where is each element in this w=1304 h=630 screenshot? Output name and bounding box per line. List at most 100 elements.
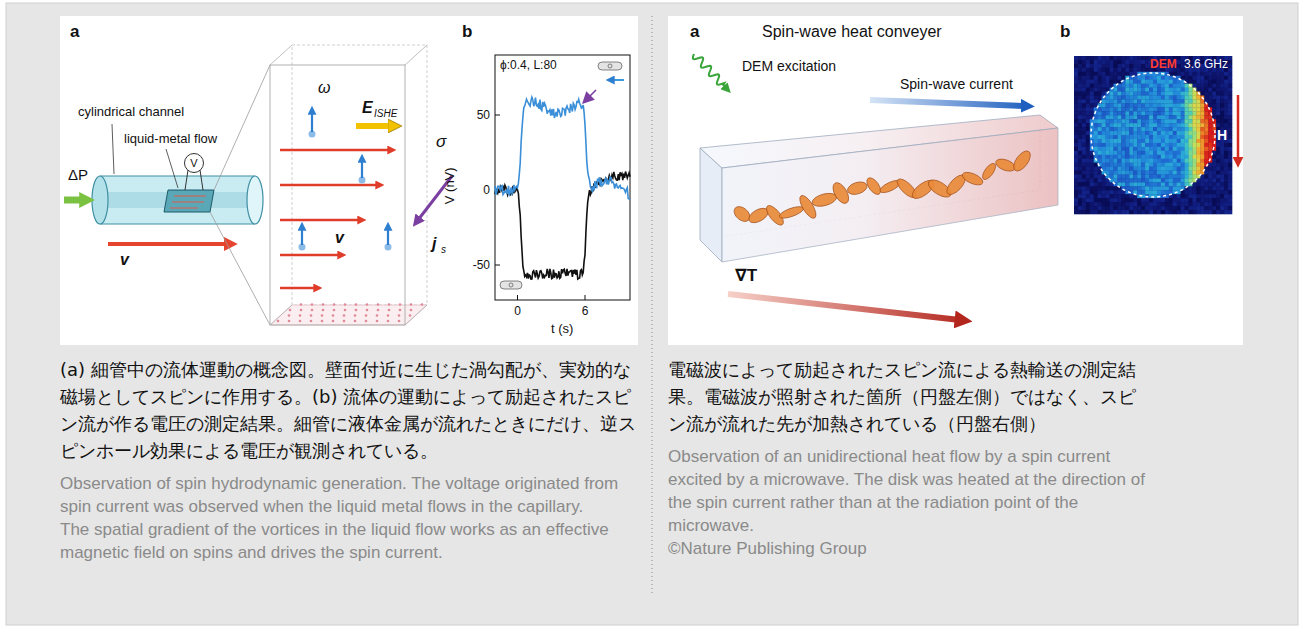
- heat-pixels: [1189, 194, 1193, 198]
- heat-pixels: [1106, 167, 1110, 171]
- heat-pixels: [1121, 178, 1125, 182]
- heat-pixels: [1133, 103, 1137, 107]
- heat-pixels: [1189, 206, 1193, 210]
- voltmeter-symbol: V: [185, 156, 203, 170]
- heat-pixels: [1078, 151, 1082, 155]
- heat-pixels: [1204, 135, 1208, 139]
- heat-pixels: [1098, 178, 1102, 182]
- heat-pixels: [1102, 159, 1106, 163]
- heat-pixels: [1074, 139, 1078, 143]
- heat-pixels: [1078, 182, 1082, 186]
- spin-wave-packet: [980, 161, 998, 181]
- heat-pixels: [1204, 115, 1208, 119]
- heat-pixels: [1117, 159, 1121, 163]
- heat-pixels: [1106, 60, 1110, 64]
- heat-pixels: [1208, 139, 1212, 143]
- heat-pixels: [1114, 115, 1118, 119]
- heat-pixels: [1181, 159, 1185, 163]
- heat-pixels: [1153, 167, 1157, 171]
- heat-pixels: [1216, 190, 1220, 194]
- heat-pixels: [1193, 80, 1197, 84]
- heat-pixels: [1102, 182, 1106, 186]
- heat-pixels: [1189, 163, 1193, 167]
- heat-pixels: [1078, 92, 1082, 96]
- heat-pixels: [1125, 159, 1129, 163]
- heat-pixels: [1082, 155, 1086, 159]
- heat-pixels: [1106, 131, 1110, 135]
- heat-pixels: [1185, 127, 1189, 131]
- heat-pixels: [1133, 127, 1137, 131]
- heat-pixels: [1110, 198, 1114, 202]
- heat-pixels: [1216, 123, 1220, 127]
- heat-pixels: [1208, 182, 1212, 186]
- heat-pixels: [1153, 111, 1157, 115]
- heat-pixels: [1102, 139, 1106, 143]
- heat-pixels: [1200, 80, 1204, 84]
- heat-pixels: [1200, 139, 1204, 143]
- heat-pixels: [1110, 171, 1114, 175]
- heat-pixels: [1177, 139, 1181, 143]
- heat-pixels: [1169, 143, 1173, 147]
- heat-pixels: [1224, 123, 1228, 127]
- heat-pixels: [1185, 202, 1189, 206]
- heat-pixels: [1220, 107, 1224, 111]
- capillary-illustration: [112, 124, 114, 174]
- heat-pixels: [1086, 139, 1090, 143]
- heat-pixels: [1145, 88, 1149, 92]
- heat-pixels: [1117, 171, 1121, 175]
- heat-pixels: [1094, 131, 1098, 135]
- heat-pixels: [1074, 210, 1078, 214]
- heat-pixels: [1216, 80, 1220, 84]
- heat-pixels: [1110, 143, 1114, 147]
- heat-pixels: [1169, 123, 1173, 127]
- heat-pixels: [1121, 159, 1125, 163]
- heat-pixels: [1220, 80, 1224, 84]
- heat-pixels: [1185, 103, 1189, 107]
- heat-pixels: [1177, 107, 1181, 111]
- heat-pixels: [1078, 167, 1082, 171]
- heat-pixels: [1149, 147, 1153, 151]
- flow-inset: [280, 219, 360, 222]
- surface-dots: [322, 309, 325, 312]
- heat-pixels: [1177, 155, 1181, 159]
- heat-pixels: [1212, 88, 1216, 92]
- heat-pixels: [1169, 99, 1173, 103]
- heat-pixels: [1220, 103, 1224, 107]
- heat-pixels: [1121, 92, 1125, 96]
- heat-pixels: [1133, 64, 1137, 68]
- heat-pixels: [1216, 84, 1220, 88]
- heat-pixels: [1098, 56, 1102, 60]
- heat-pixels: [1165, 155, 1169, 159]
- heat-pixels: [1129, 175, 1133, 179]
- heat-pixels: [1212, 167, 1216, 171]
- heat-pixels: [1090, 107, 1094, 111]
- heat-pixels: [1173, 198, 1177, 202]
- heat-pixels: [1082, 76, 1086, 80]
- heat-pixels: [1216, 143, 1220, 147]
- heat-pixels: [1106, 147, 1110, 151]
- heat-pixels: [1220, 167, 1224, 171]
- heat-pixels: [1212, 194, 1216, 198]
- heat-pixels: [1129, 119, 1133, 123]
- heat-pixels: [1117, 99, 1121, 103]
- heat-pixels: [1133, 139, 1137, 143]
- heat-pixels: [1185, 84, 1189, 88]
- heat-pixels: [1196, 163, 1200, 167]
- heat-pixels: [1196, 171, 1200, 175]
- heat-pixels: [1141, 139, 1145, 143]
- heat-pixels: [1129, 84, 1133, 88]
- heat-pixels: [1196, 84, 1200, 88]
- heat-pixels: [1086, 194, 1090, 198]
- heat-pixels: [1169, 171, 1173, 175]
- heat-pixels: [1189, 202, 1193, 206]
- heat-pixels: [1074, 96, 1078, 100]
- heat-pixels: [1086, 115, 1090, 119]
- flow-inset: [280, 149, 390, 152]
- heat-pixels: [1153, 127, 1157, 131]
- heat-pixels: [1141, 111, 1145, 115]
- heat-pixels: [1216, 159, 1220, 163]
- heat-pixels: [1078, 155, 1082, 159]
- heat-pixels: [1224, 80, 1228, 84]
- heat-pixels: [1102, 56, 1106, 60]
- heat-pixels: [1102, 198, 1106, 202]
